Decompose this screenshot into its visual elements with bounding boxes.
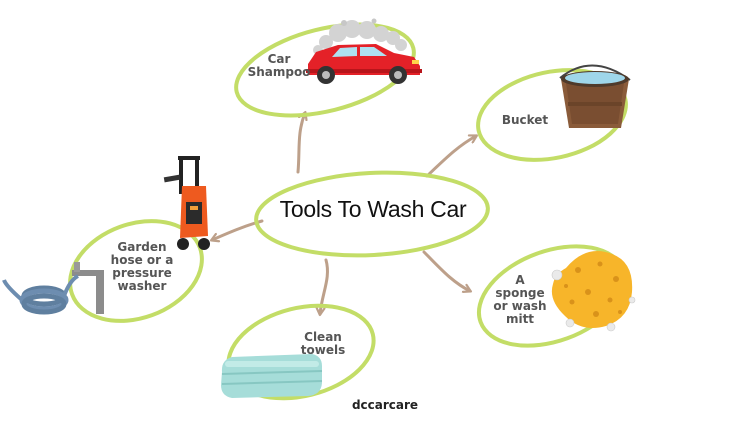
arrow-to-sponge <box>422 250 470 291</box>
node-label-line: or wash <box>493 299 547 313</box>
node-label-garden-hose: Garden hose or a pressure washer <box>104 241 180 293</box>
node-label-clean-towels: Clean towels <box>292 331 354 357</box>
node-label-sponge: A sponge or wash mitt <box>488 274 552 326</box>
rings <box>68 22 628 401</box>
node-label-car-shampoo: Car Shampoo <box>246 53 312 79</box>
node-label-line: towels <box>300 343 346 357</box>
node-label-line: A <box>515 273 525 287</box>
node-label-line: mitt <box>505 312 535 326</box>
central-topic-title: Tools To Wash Car <box>279 196 467 222</box>
car-with-foam-icon <box>306 18 422 84</box>
bucket-icon <box>559 64 631 128</box>
node-label-line: Clean <box>304 330 342 344</box>
hose-and-pressure-washer-icon <box>2 156 210 315</box>
sponge-icon <box>551 251 636 332</box>
node-label-bucket: Bucket <box>495 114 555 127</box>
node-label-line: hose or a <box>110 253 174 267</box>
center-ring <box>254 170 490 258</box>
folded-towels-icon <box>221 354 323 398</box>
node-label-line: washer <box>117 279 167 293</box>
node-label-line: Garden <box>117 240 167 254</box>
car-shampoo-ring <box>234 22 416 118</box>
node-label-line: Car <box>267 52 291 66</box>
arrow-to-bucket <box>425 136 476 178</box>
node-label-line: Shampoo <box>247 65 311 79</box>
node-label-line: pressure <box>112 266 172 280</box>
node-label-line: Bucket <box>501 113 549 127</box>
node-label-line: sponge <box>495 286 545 300</box>
brand-label: dccarcare <box>351 398 419 412</box>
arrow-to-garden-hose <box>212 219 264 240</box>
arrow-to-clean-towels <box>320 258 329 314</box>
arrow-to-car-shampoo <box>296 113 305 174</box>
